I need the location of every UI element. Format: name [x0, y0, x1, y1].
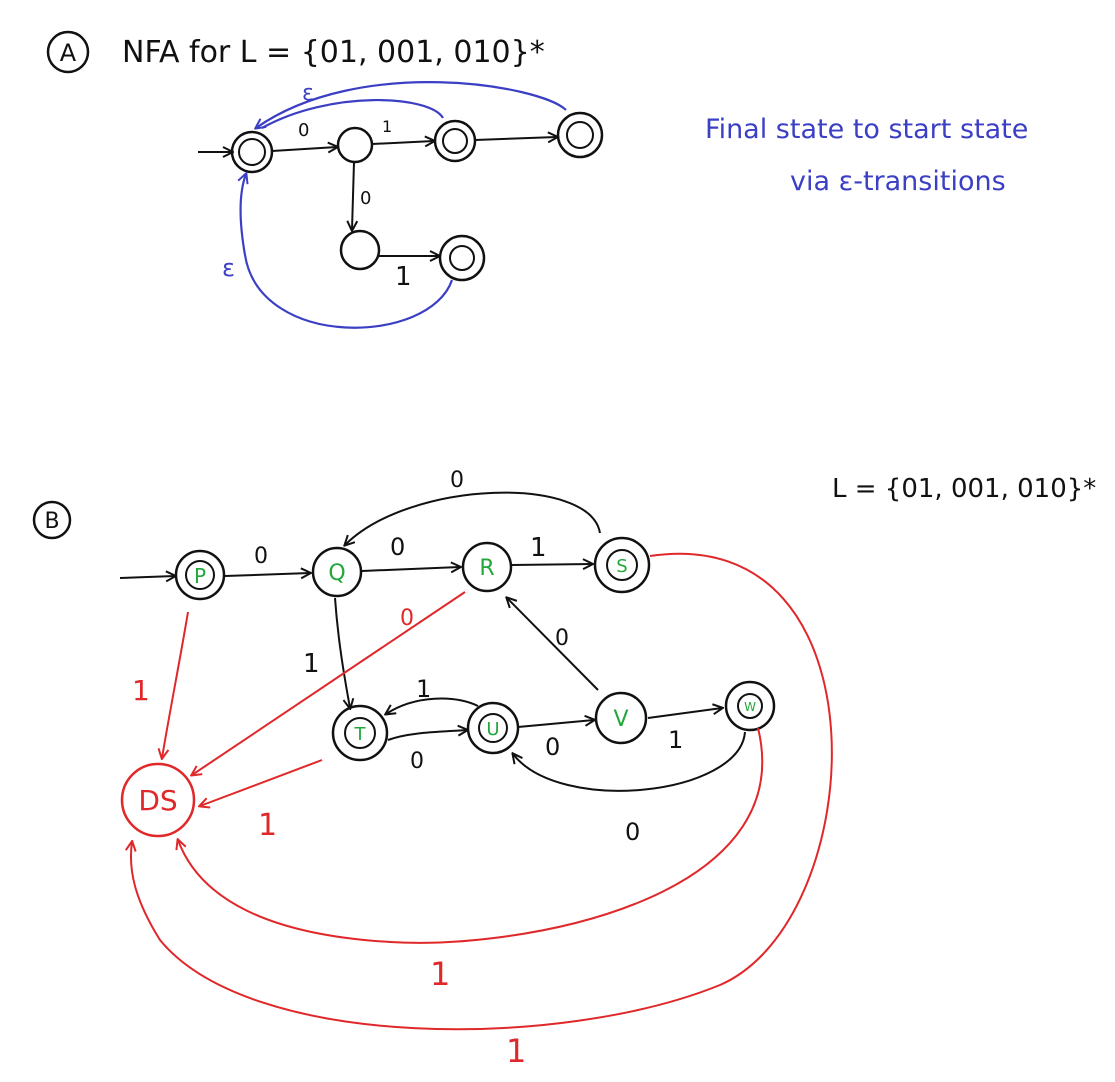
dfa-edge-p-ds: [162, 611, 189, 758]
dfa-dead-state: DS: [120, 762, 196, 838]
nfa-state-2: [433, 119, 477, 163]
dfa-label-v-r: 0: [555, 626, 569, 651]
nfa-label-1-4: 0: [360, 188, 371, 209]
dfa-edge-s-q: [345, 491, 601, 545]
dfa-label-w-u: 0: [625, 818, 640, 846]
dfa-state-p-label: P: [194, 564, 206, 588]
nfa-label-4-5: 1: [395, 262, 412, 292]
dfa-edge-r-s: [511, 564, 592, 565]
dfa-state-v: V: [594, 691, 648, 745]
dfa-state-t: T: [331, 704, 389, 762]
start-arrow-b: [119, 576, 175, 578]
dfa-state-u: U: [466, 701, 520, 755]
part-a: A NFA for L = {01, 001, 010}* Final stat…: [46, 30, 1028, 329]
dfa-edge-t-u: [387, 730, 467, 741]
dfa-label-q-t: 1: [303, 649, 320, 679]
dfa-label-u-v: 0: [545, 733, 560, 761]
nfa-eps-bottom-label: ε: [222, 254, 235, 282]
dfa-edge-p-q: [224, 573, 310, 576]
dfa-label-p-q: 0: [254, 544, 268, 569]
part-a-marker-circle: [46, 30, 90, 74]
dfa-edge-u-t: [386, 697, 479, 714]
dfa-edge-w-u: [513, 731, 746, 792]
nfa-state-1: [336, 126, 374, 164]
nfa-state-3: [556, 111, 604, 159]
dfa-state-w: W: [724, 680, 776, 732]
part-a-note-line1: Final state to start state: [705, 114, 1028, 145]
nfa-eps-top-inner: [261, 99, 444, 129]
dfa-edge-q-r: [361, 567, 460, 571]
nfa-label-0-1: 0: [298, 120, 309, 141]
dfa-state-r-label: R: [479, 556, 494, 581]
dfa-label-t-ds: 1: [258, 808, 277, 843]
dfa-state-r: R: [461, 541, 513, 593]
nfa-state-4: [339, 229, 381, 271]
dfa-label-w-ds: 1: [430, 955, 450, 993]
dfa-state-w-label: W: [744, 700, 756, 714]
nfa-edge-2-3: [474, 137, 557, 140]
dfa-edge-v-r: [507, 598, 599, 691]
nfa-state-5: [438, 234, 486, 282]
nfa-edge-1-4: [352, 161, 354, 230]
dfa-label-p-ds: 1: [132, 674, 150, 707]
dfa-dead-state-label: DS: [138, 784, 177, 817]
dfa-state-s: S: [593, 536, 651, 594]
dfa-state-u-label: U: [486, 719, 499, 740]
dfa-edge-q-t: [334, 597, 350, 708]
nfa-eps-top-outer: [256, 81, 567, 128]
dfa-label-s-ds: 1: [506, 1032, 526, 1070]
dfa-label-v-w: 1: [668, 726, 683, 754]
nfa-state-0: [230, 130, 274, 174]
dfa-label-s-q: 0: [450, 468, 464, 493]
part-b-marker-circle: [32, 500, 72, 540]
dfa-edge-r-ds: [192, 591, 466, 775]
dfa-state-q-label: Q: [328, 561, 345, 586]
dfa-edge-u-v: [517, 720, 594, 728]
dfa-edge-v-w: [647, 708, 722, 719]
dfa-edge-w-ds: [178, 727, 764, 944]
dfa-state-t-label: T: [354, 724, 367, 745]
part-a-note-line2: via ε-transitions: [790, 166, 1006, 197]
dfa-label-t-u: 0: [410, 749, 424, 774]
nfa-edge-1-2: [371, 141, 434, 144]
dfa-label-q-r: 0: [390, 533, 405, 561]
dfa-state-v-label: V: [613, 707, 628, 732]
part-a-marker: A: [60, 39, 77, 67]
dfa-state-s-label: S: [616, 556, 627, 577]
part-b-language: L = {01, 001, 010}*: [832, 474, 1096, 504]
dfa-edge-t-ds: [200, 759, 323, 806]
dfa-label-r-ds: 0: [400, 606, 414, 631]
dfa-label-u-t: 1: [416, 675, 431, 703]
part-b: B L = {01, 001, 010}* P Q R S: [32, 468, 1096, 1070]
dfa-edge-s-ds: [131, 552, 833, 1031]
part-b-marker: B: [44, 509, 59, 534]
part-a-title: NFA for L = {01, 001, 010}*: [122, 35, 545, 70]
nfa-eps-top-label: ε: [302, 81, 314, 106]
dfa-state-q: Q: [311, 546, 363, 598]
nfa-eps-bottom: [241, 174, 454, 329]
dfa-label-r-s: 1: [530, 533, 547, 563]
dfa-state-p: P: [174, 549, 226, 601]
nfa-edge-0-1: [271, 147, 337, 151]
nfa-label-1-2: 1: [382, 117, 392, 136]
